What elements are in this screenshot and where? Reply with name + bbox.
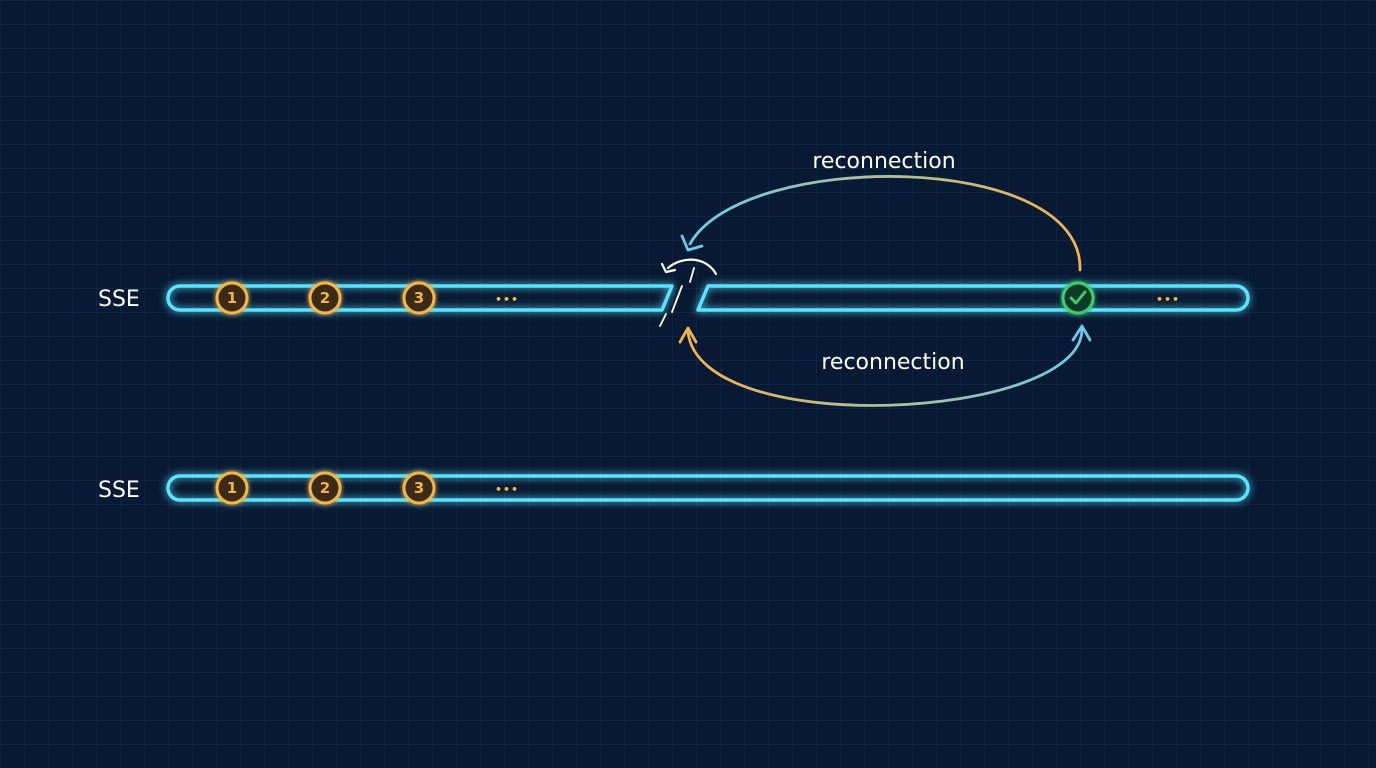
stream-1-segment-left: [166, 284, 674, 312]
event-node: 2: [308, 471, 342, 505]
stream-1-segment-right: [696, 284, 1250, 312]
more-events-ellipsis: •••: [495, 483, 519, 496]
stream-2-pipe: [166, 474, 1250, 502]
stream-2: SSE 1 2 3 •••: [98, 471, 1250, 505]
stream-1-label: SSE: [98, 287, 140, 312]
more-events-ellipsis: •••: [495, 293, 519, 306]
event-label: 2: [320, 479, 330, 497]
event-node: 1: [215, 471, 249, 505]
event-label: 1: [227, 289, 237, 307]
event-node: 3: [402, 471, 436, 505]
retry-arrow-icon: [660, 258, 718, 276]
reconnection-label-top: reconnection: [812, 149, 955, 174]
reconnection-arrow-bottom: [678, 324, 1092, 407]
event-node: 2: [308, 281, 342, 315]
event-node: 1: [215, 281, 249, 315]
event-label: 2: [320, 289, 330, 307]
stream-2-label: SSE: [98, 478, 140, 503]
stream-1: SSE 1 2 3 •••: [98, 149, 1250, 407]
event-label: 3: [414, 289, 424, 307]
event-label: 1: [227, 479, 237, 497]
check-icon: [1061, 281, 1095, 315]
more-events-ellipsis: •••: [1156, 293, 1180, 306]
reconnection-label-bottom: reconnection: [821, 350, 964, 375]
event-node: 3: [402, 281, 436, 315]
event-label: 3: [414, 479, 424, 497]
reconnection-arrow-top: [680, 175, 1082, 272]
break-crack-icon: [659, 267, 695, 327]
